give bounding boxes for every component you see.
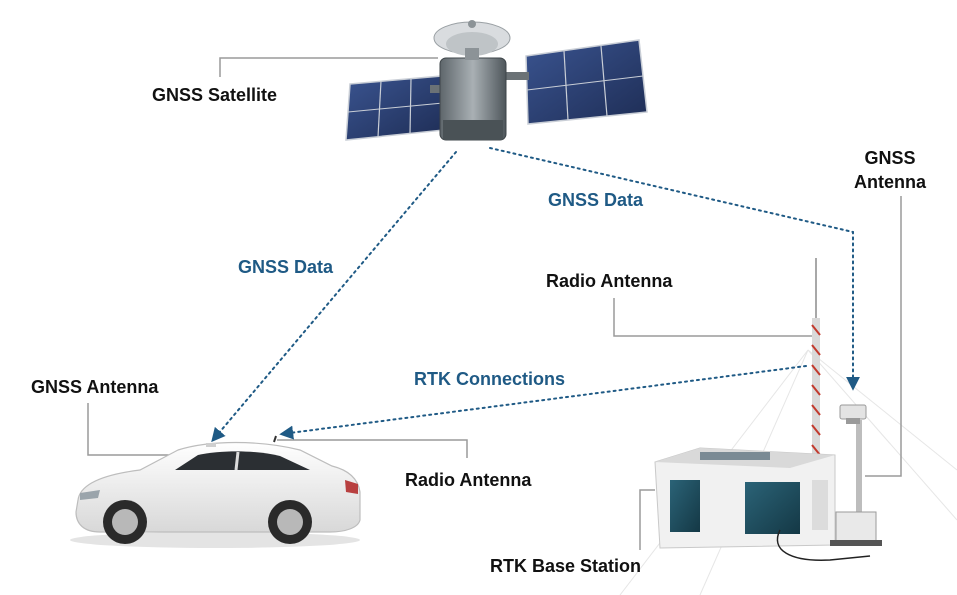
data-links bbox=[211, 147, 860, 443]
label-gnss-satellite: GNSS Satellite bbox=[152, 85, 278, 105]
label-gnss-antenna-car: GNSS Antenna bbox=[31, 377, 159, 397]
label-rtk-base-station: RTK Base Station bbox=[490, 556, 642, 576]
leader-lines bbox=[87, 57, 902, 550]
label-radio-antenna-station: Radio Antenna bbox=[546, 271, 673, 291]
link-rtk-to-car bbox=[279, 365, 807, 440]
label-radio-antenna-car: Radio Antenna bbox=[405, 470, 532, 490]
link-satellite-to-car bbox=[211, 151, 457, 443]
leader-rtk-base-station bbox=[639, 489, 655, 550]
label-gnss-antenna-station: GNSS Antenna bbox=[854, 148, 926, 192]
leader-satellite bbox=[219, 57, 438, 77]
label-rtk-connections: RTK Connections bbox=[414, 369, 565, 389]
label-gnss-data-right: GNSS Data bbox=[548, 190, 644, 210]
base-station-building-icon bbox=[654, 447, 871, 561]
car-icon bbox=[70, 435, 361, 548]
label-gnss-data-left: GNSS Data bbox=[238, 257, 334, 277]
leader-station-gnss-antenna bbox=[865, 196, 902, 477]
leader-station-radio-antenna bbox=[613, 298, 812, 337]
satellite-icon bbox=[345, 20, 648, 141]
gnss-antenna-icon bbox=[830, 404, 882, 546]
leader-car-radio-antenna bbox=[277, 439, 468, 458]
radio-mast-icon bbox=[811, 258, 821, 458]
link-satellite-to-station bbox=[489, 147, 860, 391]
